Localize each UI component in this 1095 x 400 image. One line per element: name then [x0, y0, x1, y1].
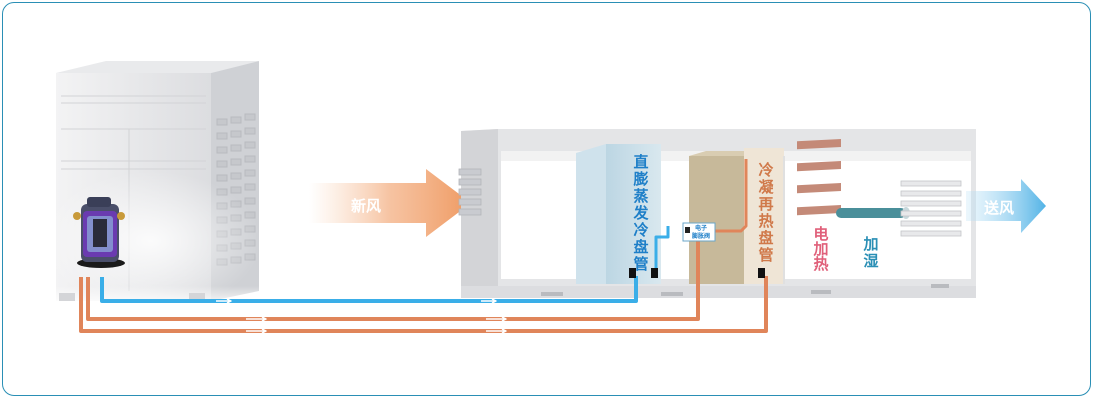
indoor-unit — [458, 129, 976, 298]
flow-mark — [481, 298, 497, 304]
eev-valve: 电子 膨胀阀 — [682, 222, 716, 242]
fresh-air-label: 新风 — [351, 197, 381, 215]
humid-char: 加 — [862, 235, 878, 253]
reheat-char: 管 — [758, 246, 773, 264]
compressor-icon — [73, 197, 125, 268]
reheat-char: 再 — [758, 195, 773, 213]
reheat-char: 冷 — [758, 161, 773, 179]
heat-char: 加 — [812, 240, 828, 258]
reheat-char: 热 — [758, 212, 773, 230]
flow-mark — [216, 298, 232, 304]
supply-air-arrow: 送风 — [966, 179, 1046, 233]
refrigerant-piping — [79, 159, 768, 334]
dx-char: 盘 — [633, 238, 648, 256]
dx-char: 管 — [633, 255, 648, 273]
flow-mark — [246, 316, 267, 322]
humid-char: 湿 — [863, 252, 878, 270]
dx-char: 直 — [633, 153, 648, 171]
supply-air-label: 送风 — [983, 199, 1014, 217]
eev-label-line2: 膨胀阀 — [691, 232, 710, 240]
hot-pipe-2 — [79, 276, 768, 333]
flow-mark — [246, 328, 267, 334]
dx-char: 膨 — [633, 170, 648, 188]
eev-label-line1: 电子 — [695, 224, 707, 232]
reheat-char: 凝 — [758, 178, 774, 196]
heat-char: 热 — [813, 255, 828, 273]
humidify-label: 加湿 — [862, 235, 878, 270]
fresh-air-arrow: 新风 — [309, 169, 471, 237]
heat-char: 电 — [813, 225, 828, 243]
flow-mark — [486, 316, 507, 322]
cold-pipe-eev — [654, 226, 670, 276]
hot-pipe-reheat-top — [713, 159, 748, 233]
hot-pipe-1 — [86, 237, 700, 321]
dx-char: 冷 — [633, 221, 648, 239]
reheat-char: 盘 — [758, 229, 773, 247]
flow-mark — [486, 328, 507, 334]
dx-char: 蒸 — [633, 187, 648, 205]
system-diagram: 新风 — [41, 61, 1046, 334]
outdoor-unit-icon — [41, 61, 266, 311]
dx-char: 发 — [632, 204, 649, 222]
electric-heat-label: 电加热 — [812, 225, 828, 273]
cold-pipe — [100, 276, 638, 303]
diagram-frame: 新风 — [2, 2, 1091, 396]
